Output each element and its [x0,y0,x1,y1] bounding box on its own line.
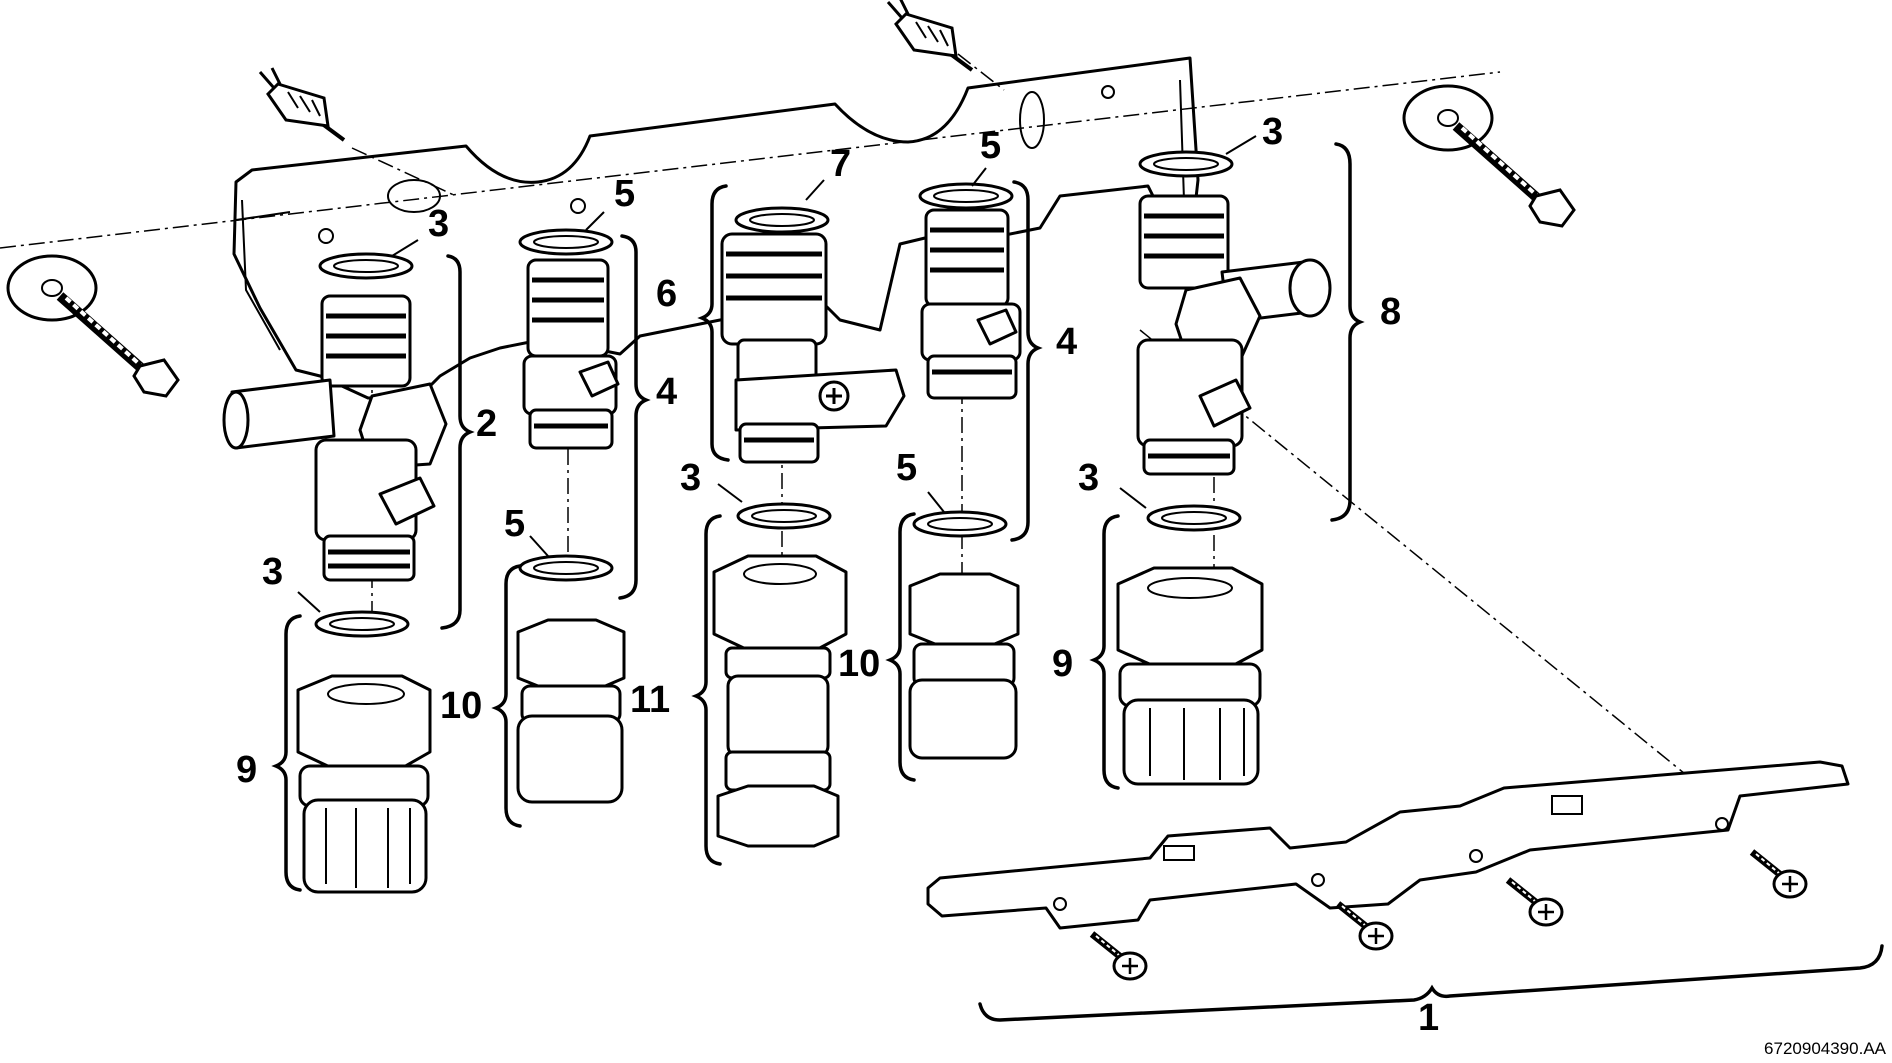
leader-lines [297,135,1257,613]
callout-9-right: 9 [1052,643,1073,685]
mounting-rail [926,760,1850,930]
fitting-11 [712,554,848,848]
wall-plug-left [258,66,346,142]
callout-5-top-b: 5 [980,125,1001,167]
brace-10-right [885,512,916,782]
gasket-3-bottom-left [314,610,410,638]
callout-6: 6 [656,273,677,315]
callout-3-top-left: 3 [428,203,449,245]
callout-11: 11 [630,679,670,721]
callout-2: 2 [476,403,497,445]
screw-b [1338,904,1392,949]
fitting-9-right [1116,566,1264,786]
valve-4-right [920,208,1022,400]
callout-4-left: 4 [656,371,677,413]
callout-3-bottom-left: 3 [262,551,283,593]
ball-valve-6 [720,232,906,464]
gasket-3-top-right [1138,150,1234,178]
service-valve-8 [1136,194,1332,476]
gasket-3-bottom-right [1146,504,1242,532]
callout-7: 7 [830,143,851,185]
gasket-3-top-left [318,252,414,280]
callout-4-right: 4 [1056,321,1077,363]
service-valve-2 [222,294,448,582]
brace-10-left [491,564,522,828]
brace-1 [978,944,1884,1022]
callout-10-right: 10 [838,643,880,685]
callout-5-mid-a: 5 [504,503,525,545]
callout-10-left: 10 [440,685,482,727]
gasket-5-bottom-a [518,554,614,582]
wall-plug-right [886,0,974,72]
brace-4-right [1010,180,1043,542]
brace-9-left [271,614,302,892]
gasket-7 [734,206,830,234]
brace-2 [440,254,475,630]
fitting-10-left [516,618,626,804]
valve-4-left [522,258,620,450]
brace-9-right [1089,514,1120,790]
figure-reference-code: 6720904390.AA [1764,1039,1887,1058]
brace-11 [691,514,722,866]
wall-bolt-left [8,256,178,396]
fitting-9-left [296,674,432,894]
callout-3-mid-right: 3 [1078,457,1099,499]
callout-3-mid-center: 3 [680,457,701,499]
wall-bolt-right [1404,86,1574,226]
callout-8: 8 [1380,291,1401,333]
gasket-3-bottom-center [736,502,832,530]
brace-4-left [618,234,651,600]
callout-5-mid-b: 5 [896,447,917,489]
brace-8 [1330,142,1365,522]
screw-d [1752,852,1806,897]
gasket-5-top-a [518,228,614,256]
gasket-5-bottom-b [912,510,1008,538]
gasket-5-top-b [918,182,1014,210]
fitting-10-right [908,572,1020,760]
screw-c [1508,880,1562,925]
rear-mounting-plate [232,56,1200,400]
callout-9-left: 9 [236,749,257,791]
callout-1: 1 [1418,997,1439,1039]
callout-5-top-a: 5 [614,173,635,215]
screw-a [1092,934,1146,979]
brace-6 [697,184,730,462]
callout-3-top-right: 3 [1262,111,1283,153]
